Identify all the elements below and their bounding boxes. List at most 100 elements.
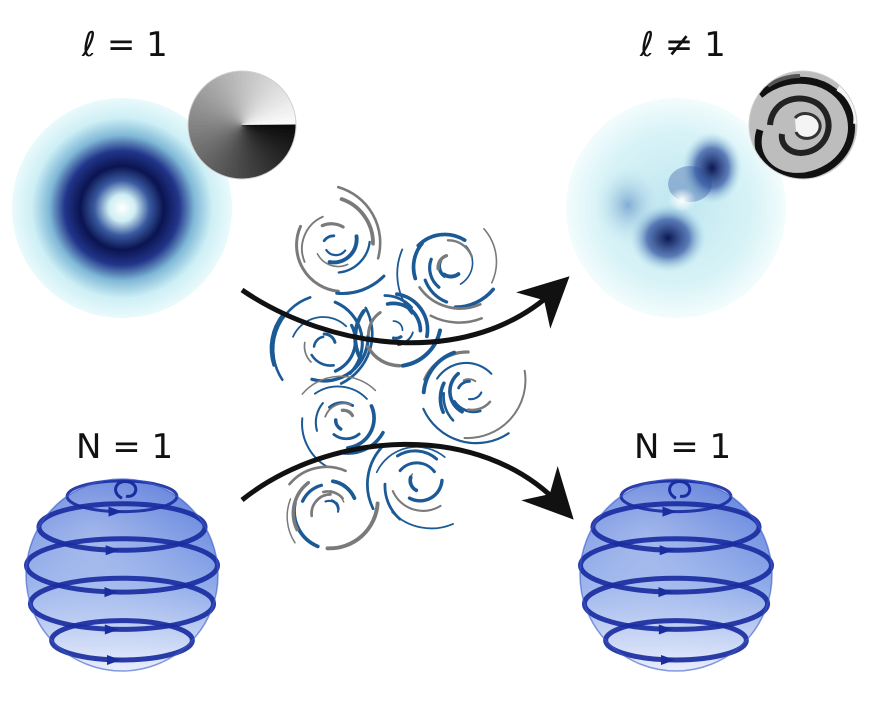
eddy-stroke — [407, 478, 444, 503]
eddy-stroke — [436, 254, 449, 271]
phase-sector — [242, 92, 291, 125]
eddy-stroke — [320, 222, 345, 229]
eddy-stroke — [300, 483, 324, 503]
eddy-stroke — [366, 443, 386, 511]
eddy-stroke — [339, 197, 375, 246]
eddy-stroke — [288, 465, 347, 486]
phase-sector — [242, 71, 257, 125]
eddy-stroke — [314, 402, 324, 432]
eddy-stroke — [335, 274, 386, 296]
eddy-stroke — [453, 287, 495, 309]
phase-sector — [232, 125, 242, 179]
sphere-highlight — [580, 479, 772, 671]
eddy-stroke — [322, 332, 337, 344]
upper-propagation-arrow — [240, 276, 570, 346]
phase-sector — [242, 125, 289, 161]
eddy-stroke — [337, 240, 371, 274]
eddy-stroke — [395, 292, 430, 339]
spiral-arrowhead — [105, 545, 120, 556]
phase-sector — [222, 71, 242, 125]
eddy-stroke — [310, 353, 335, 367]
eddy-stroke — [438, 381, 446, 414]
spiral-arrowhead — [662, 506, 677, 517]
eddy-stroke — [330, 490, 345, 503]
eddy-stroke — [418, 286, 482, 310]
spiral-top-curl — [114, 480, 138, 500]
eddy-stroke — [423, 278, 449, 304]
phase-sector — [242, 71, 252, 125]
eddy-stroke — [333, 300, 364, 375]
eddy-stroke — [269, 312, 285, 367]
eddy-stroke — [421, 350, 457, 395]
eddy-stroke — [436, 361, 493, 380]
phase-sector — [188, 120, 242, 126]
eddy-stroke — [292, 501, 320, 549]
bottom-right-label: N = 1 — [634, 427, 732, 467]
eddy-stroke — [448, 371, 464, 414]
phase-sector — [202, 82, 242, 125]
eddy-stroke — [442, 272, 461, 279]
eddy-stroke — [295, 224, 340, 293]
eddy-stroke — [383, 482, 402, 521]
phase-sector — [242, 125, 271, 176]
phase-sector — [242, 100, 295, 125]
eddy-stroke — [303, 341, 312, 363]
phase-sector — [222, 125, 242, 179]
eddy-stroke — [391, 511, 454, 530]
eddy-stroke — [391, 335, 403, 340]
phase-sector — [242, 72, 266, 125]
phase-sector — [242, 85, 285, 125]
eddy-stroke — [459, 245, 474, 285]
eddy-stroke — [327, 234, 359, 265]
phase-sector — [242, 125, 296, 135]
eddy-stroke — [332, 432, 361, 441]
eddy-stroke — [301, 375, 377, 395]
phase-sector — [237, 125, 243, 179]
phase-sector — [242, 81, 282, 125]
eddy-stroke — [400, 328, 442, 368]
phase-sector — [199, 125, 242, 165]
eddy-stroke — [375, 446, 446, 474]
phase-sector — [195, 89, 242, 125]
ring-beam-icon — [12, 98, 232, 318]
eddy-stroke — [310, 493, 332, 518]
eddy-stroke — [331, 479, 357, 500]
phase-sector — [242, 125, 262, 179]
phase-sector — [218, 125, 242, 178]
phase-sector — [188, 115, 242, 125]
phase-sector — [242, 124, 296, 130]
eddy-stroke — [391, 490, 442, 512]
phase-sector — [198, 85, 242, 125]
eddy-stroke — [325, 248, 347, 257]
phase-sector — [188, 110, 242, 125]
spiral-arrowhead — [104, 624, 119, 635]
eddy-stroke — [453, 400, 482, 414]
eddy-stroke — [416, 232, 467, 248]
phase-sector — [242, 125, 296, 145]
phase-sector — [242, 125, 296, 140]
phase-sector — [206, 125, 242, 172]
eddy-stroke — [301, 215, 324, 263]
eddy-stroke — [411, 241, 424, 281]
skyrmion-sphere-icon — [578, 478, 774, 672]
phase-sector — [242, 96, 293, 125]
eddy-stroke — [408, 475, 419, 493]
eddy-stroke — [366, 345, 402, 368]
eddy-stroke — [463, 369, 527, 440]
eddy-stroke — [291, 480, 311, 532]
eddy-stroke — [466, 400, 492, 412]
spiral-arrowhead — [658, 587, 673, 598]
eddy-stroke — [346, 404, 376, 450]
eddy-stroke — [483, 228, 498, 284]
phase-sector — [188, 125, 242, 145]
top-right-label: ℓ ≠ 1 — [640, 25, 726, 65]
spiral-arrowhead — [658, 624, 673, 635]
phase-sector — [227, 125, 242, 179]
eddy-stroke — [312, 335, 325, 348]
eddy-stroke — [429, 314, 483, 324]
spiral-arrowhead — [108, 506, 123, 517]
phase-sector — [196, 125, 242, 162]
phase-sector — [242, 78, 278, 125]
phase-sector — [242, 125, 267, 178]
